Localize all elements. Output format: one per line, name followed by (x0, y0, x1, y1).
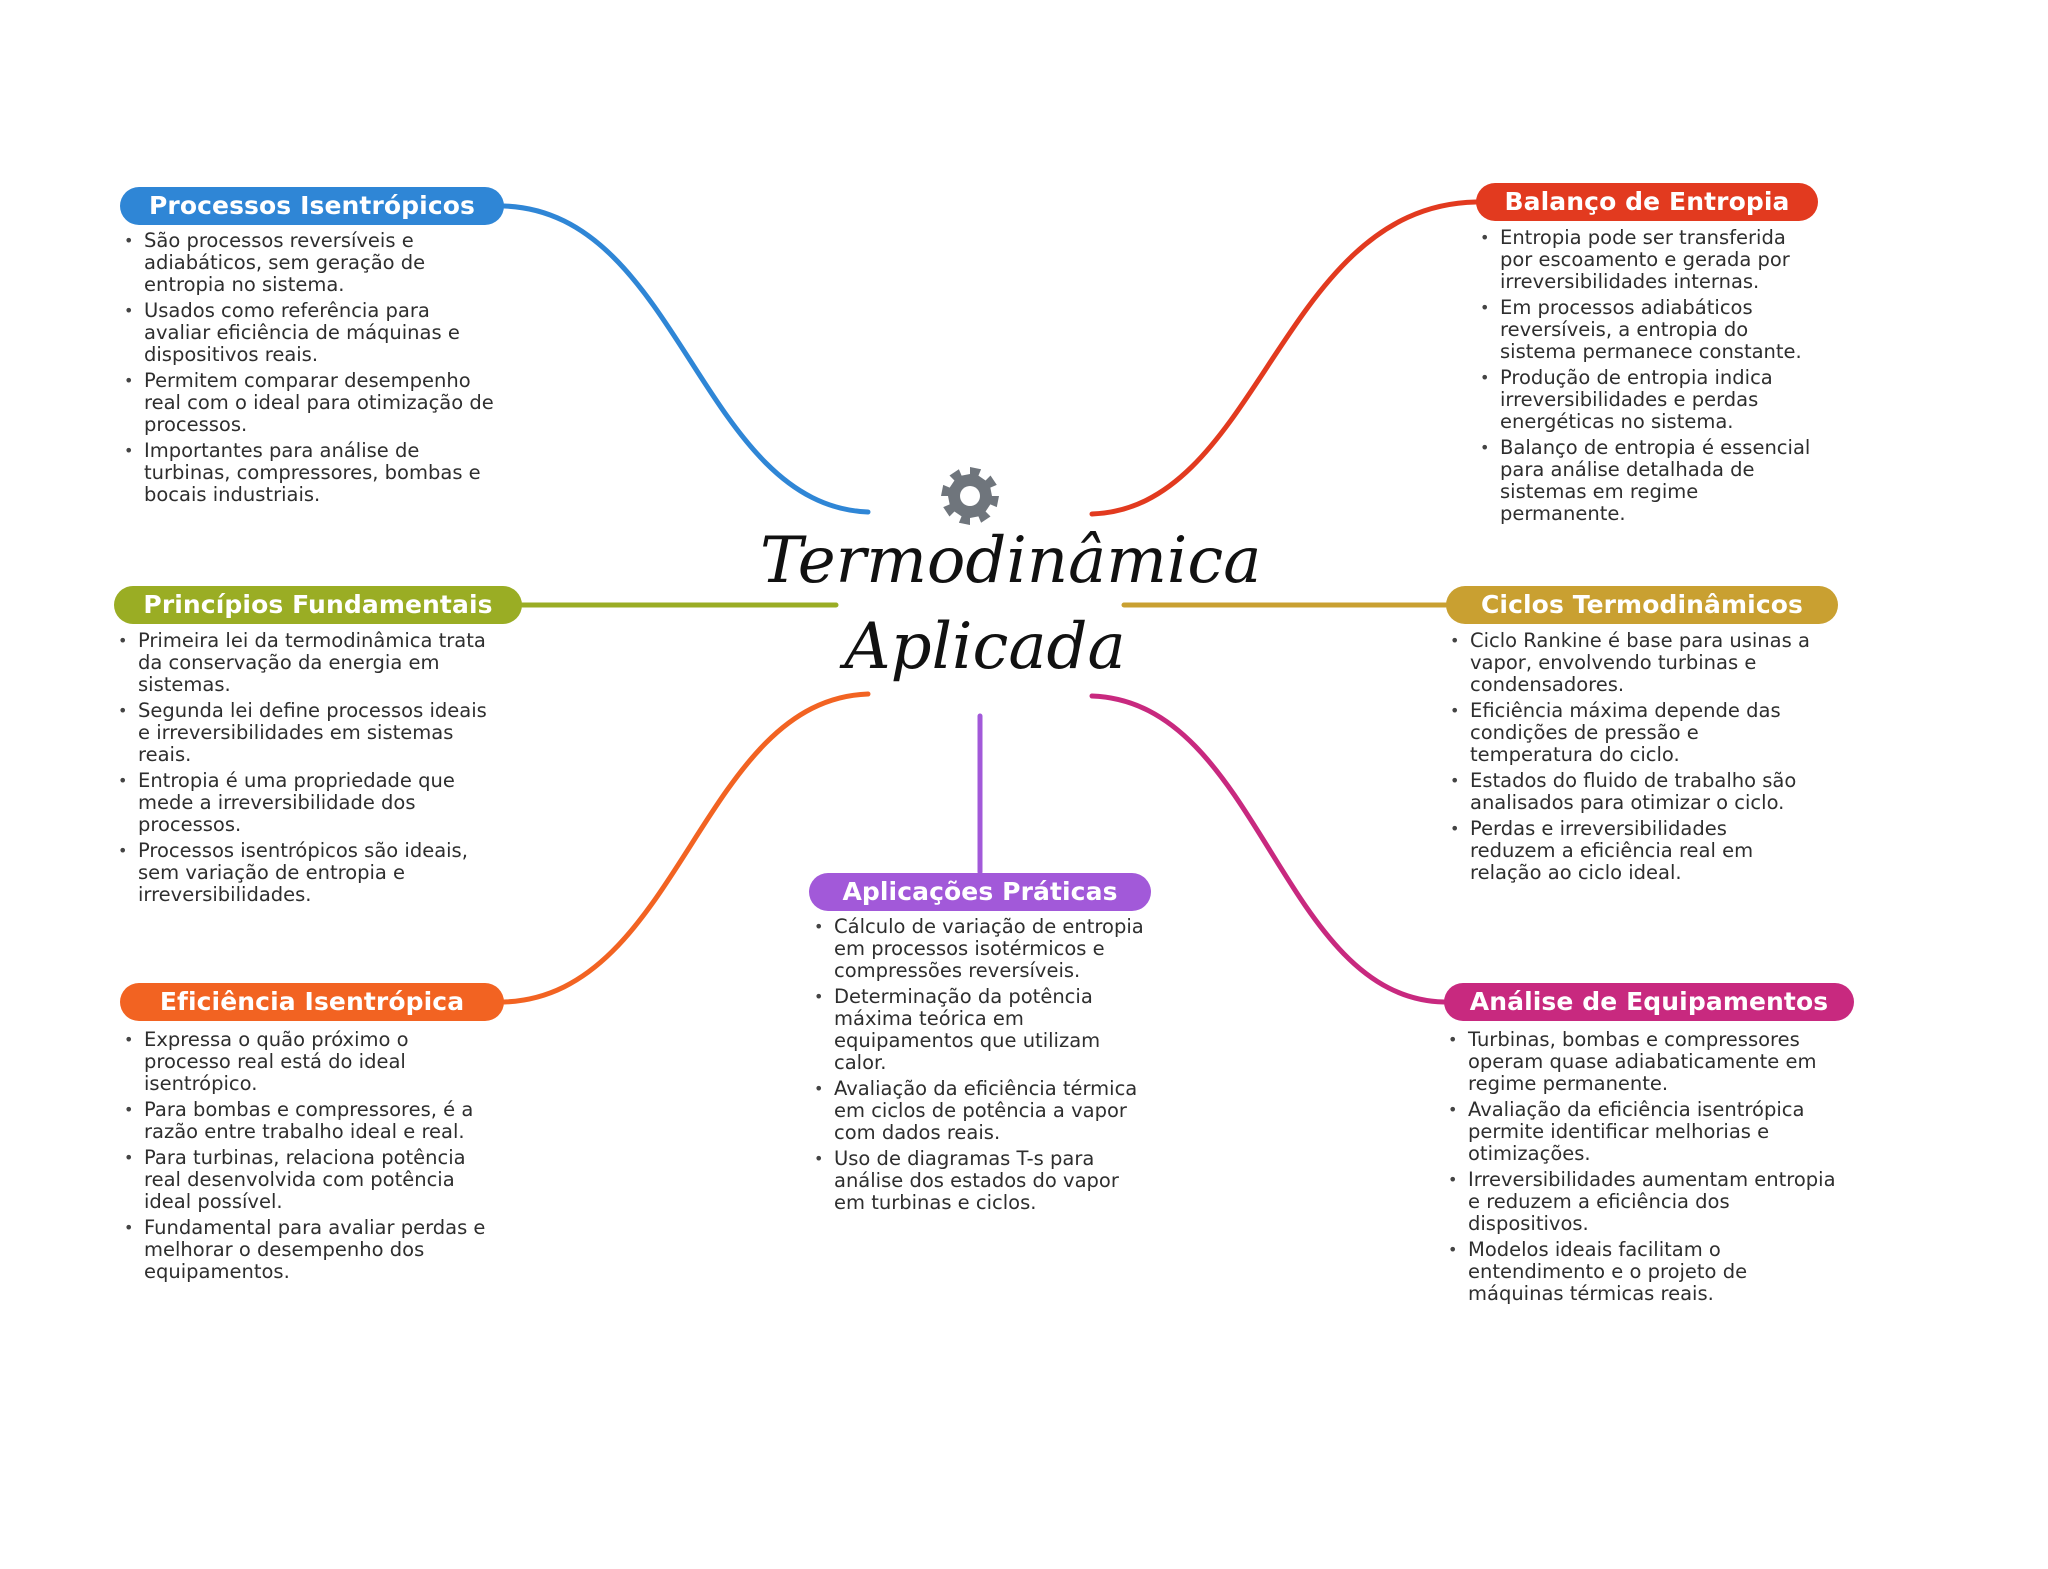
node-eficiencia-isentropica[interactable]: Eficiência Isentrópica (120, 983, 504, 1021)
node-principios-fundamentais[interactable]: Princípios Fundamentais (114, 586, 522, 624)
connector-balanco-de-entropia (1089, 199, 1479, 517)
list-item: Entropia é uma propriedade que mede a ir… (114, 770, 490, 836)
list-item: Eficiência máxima depende das condições … (1446, 700, 1816, 766)
gear-icon (941, 467, 999, 525)
list-item: Balanço de entropia é essencial para aná… (1476, 437, 1816, 525)
list-balanco-de-entropia: Entropia pode ser transferida por escoam… (1476, 227, 1816, 529)
list-processos-isentropicos: São processos reversíveis e adiabáticos,… (120, 230, 498, 510)
list-aplicacoes-praticas: Cálculo de variação de entropia em proce… (810, 916, 1150, 1218)
list-item: Para turbinas, relaciona potência real d… (120, 1147, 498, 1213)
list-item: Perdas e irreversibilidades reduzem a ef… (1446, 818, 1816, 884)
connector-processos-isentropicos (501, 203, 871, 515)
list-item: Determinação da potência máxima teórica … (810, 986, 1150, 1074)
list-item: Uso de diagramas T-s para análise dos es… (810, 1148, 1150, 1214)
list-eficiencia-isentropica: Expressa o quão próximo o processo real … (120, 1029, 498, 1287)
list-item: São processos reversíveis e adiabáticos,… (120, 230, 498, 296)
list-item: Entropia pode ser transferida por escoam… (1476, 227, 1816, 293)
list-item: Permitem comparar desempenho real com o … (120, 370, 498, 436)
list-item: Estados do fluido de trabalho são analis… (1446, 770, 1816, 814)
node-processos-isentropicos[interactable]: Processos Isentrópicos (120, 187, 504, 225)
gear-hole (960, 486, 980, 506)
list-item: Processos isentrópicos são ideais, sem v… (114, 840, 490, 906)
node-analise-de-equipamentos[interactable]: Análise de Equipamentos (1444, 983, 1854, 1021)
list-item: Fundamental para avaliar perdas e melhor… (120, 1217, 498, 1283)
list-item: Irreversibilidades aumentam entropia e r… (1444, 1169, 1844, 1235)
list-ciclos-termodinamicos: Ciclo Rankine é base para usinas a vapor… (1446, 630, 1816, 888)
list-item: Segunda lei define processos ideais e ir… (114, 700, 490, 766)
list-item: Avaliação da eficiência isentrópica perm… (1444, 1099, 1844, 1165)
node-balanco-de-entropia[interactable]: Balanço de Entropia (1476, 183, 1818, 221)
center-title-line-1: Termodinâmica (760, 524, 1262, 598)
list-item: Ciclo Rankine é base para usinas a vapor… (1446, 630, 1816, 696)
list-item: Modelos ideais facilitam o entendimento … (1444, 1239, 1844, 1305)
center-title-line-2: Aplicada (844, 610, 1126, 684)
list-principios-fundamentais: Primeira lei da termodinâmica trata da c… (114, 630, 490, 910)
list-item: Importantes para análise de turbinas, co… (120, 440, 498, 506)
connector-eficiencia-isentropica (501, 691, 871, 1005)
list-item: Cálculo de variação de entropia em proce… (810, 916, 1150, 982)
list-item: Usados como referência para avaliar efic… (120, 300, 498, 366)
connector-analise-de-equipamentos (1089, 693, 1447, 1005)
node-aplicacoes-praticas[interactable]: Aplicações Práticas (809, 873, 1151, 911)
list-item: Primeira lei da termodinâmica trata da c… (114, 630, 490, 696)
list-analise-de-equipamentos: Turbinas, bombas e compressores operam q… (1444, 1029, 1844, 1309)
list-item: Turbinas, bombas e compressores operam q… (1444, 1029, 1844, 1095)
list-item: Expressa o quão próximo o processo real … (120, 1029, 498, 1095)
center-title: Termodinâmica Aplicada (760, 518, 1262, 690)
list-item: Para bombas e compressores, é a razão en… (120, 1099, 498, 1143)
list-item: Avaliação da eficiência térmica em ciclo… (810, 1078, 1150, 1144)
node-ciclos-termodinamicos[interactable]: Ciclos Termodinâmicos (1446, 586, 1838, 624)
list-item: Produção de entropia indica irreversibil… (1476, 367, 1816, 433)
list-item: Em processos adiabáticos reversíveis, a … (1476, 297, 1816, 363)
